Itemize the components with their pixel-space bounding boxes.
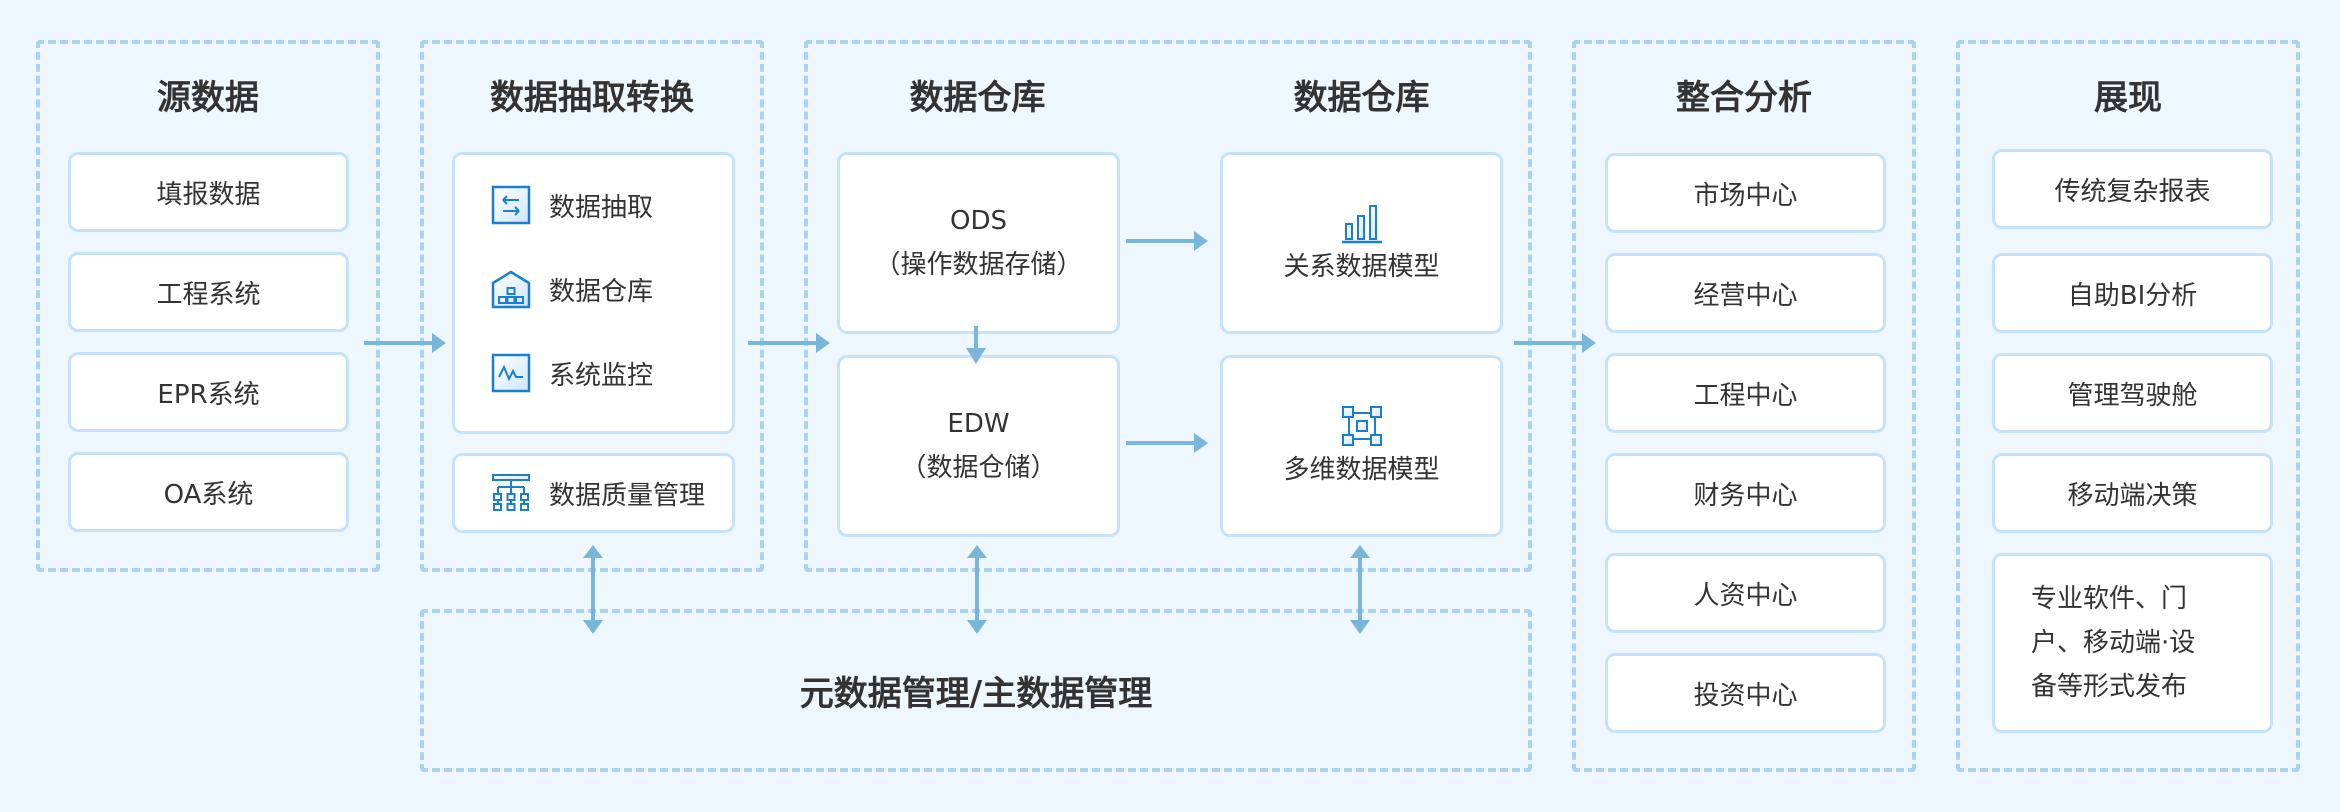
publish-line-3: 备等形式发布 (2031, 672, 2188, 702)
metadata-title: 元数据管理/主数据管理 (799, 674, 1153, 714)
etl-functions-card: 数据抽取 数据仓库 系统监控 (452, 152, 735, 434)
source-data-title: 源数据 (157, 78, 259, 118)
analysis-item-finance[interactable]: 财务中心 (1605, 453, 1886, 533)
etl-item-monitor-label: 系统监控 (549, 360, 654, 391)
warehouse-left-title: 数据仓库 (909, 78, 1046, 118)
ods-card[interactable]: ODS （操作数据存储） (837, 152, 1120, 334)
etl-item-extract-label: 数据抽取 (549, 192, 654, 223)
etl-title: 数据抽取转换 (490, 78, 694, 118)
analysis-item-market[interactable]: 市场中心 (1605, 153, 1886, 233)
data-extract-icon (491, 185, 531, 225)
source-item-engineering[interactable]: 工程系统 (68, 252, 349, 332)
display-item-publish[interactable]: 专业软件、门 户、移动端·设 备等形式发布 (1992, 553, 2273, 733)
publish-line-2: 户、移动端·设 (2031, 628, 2196, 658)
edw-name: EDW (947, 409, 1010, 439)
data-warehouse-group: 数据仓库 数据仓库 ODS （操作数据存储） EDW （数据仓储） 关系数据模型… (804, 40, 1532, 572)
etl-item-extract[interactable]: 数据抽取 (491, 185, 653, 225)
publish-text: 专业软件、门 户、移动端·设 备等形式发布 (1995, 577, 2235, 709)
data-quality-label: 数据质量管理 (549, 480, 706, 511)
metadata-group: 元数据管理/主数据管理 (420, 609, 1532, 772)
nodes-icon (1341, 406, 1382, 446)
etl-item-monitor[interactable]: 系统监控 (491, 353, 653, 393)
analysis-item-operation[interactable]: 经营中心 (1605, 253, 1886, 333)
data-quality-row: 数据质量管理 (491, 473, 705, 513)
bar-chart-icon (1341, 205, 1382, 244)
data-quality-card[interactable]: 数据质量管理 (452, 453, 735, 533)
edw-card[interactable]: EDW （数据仓储） (837, 355, 1120, 537)
ods-desc: （操作数据存储） (874, 250, 1083, 280)
monitor-icon (491, 353, 531, 393)
display-group: 展现 传统复杂报表 自助BI分析 管理驾驶舱 移动端决策 专业软件、门 户、移动… (1956, 40, 2300, 772)
multidim-model-card[interactable]: 多维数据模型 (1220, 355, 1503, 537)
source-item-fill-data[interactable]: 填报数据 (68, 152, 349, 232)
warehouse-right-title: 数据仓库 (1293, 78, 1430, 118)
display-item-self-bi[interactable]: 自助BI分析 (1992, 253, 2273, 333)
analysis-group: 整合分析 市场中心 经营中心 工程中心 财务中心 人资中心 投资中心 (1572, 40, 1916, 772)
edw-desc: （数据仓储） (900, 453, 1057, 483)
analysis-title: 整合分析 (1676, 78, 1812, 118)
ods-name: ODS (950, 206, 1007, 236)
display-item-reports[interactable]: 传统复杂报表 (1992, 149, 2273, 229)
etl-item-warehouse[interactable]: 数据仓库 (491, 269, 653, 309)
publish-line-1: 专业软件、门 (2031, 584, 2188, 614)
source-item-oa[interactable]: OA系统 (68, 452, 349, 532)
relational-model-label: 关系数据模型 (1283, 252, 1440, 282)
etl-group: 数据抽取转换 数据抽取 数据仓库 (420, 40, 764, 572)
analysis-item-investment[interactable]: 投资中心 (1605, 653, 1886, 733)
warehouse-icon (491, 270, 531, 309)
display-item-cockpit[interactable]: 管理驾驶舱 (1992, 353, 2273, 433)
source-data-group: 源数据 填报数据 工程系统 EPR系统 OA系统 (36, 40, 380, 572)
etl-item-warehouse-label: 数据仓库 (549, 276, 654, 307)
display-item-mobile[interactable]: 移动端决策 (1992, 453, 2273, 533)
multidim-model-label: 多维数据模型 (1283, 455, 1440, 485)
hierarchy-icon (492, 474, 530, 511)
source-item-epr[interactable]: EPR系统 (68, 352, 349, 432)
analysis-item-hr[interactable]: 人资中心 (1605, 553, 1886, 633)
display-title: 展现 (2094, 78, 2162, 118)
relational-model-card[interactable]: 关系数据模型 (1220, 152, 1503, 334)
analysis-item-engineering[interactable]: 工程中心 (1605, 353, 1886, 433)
